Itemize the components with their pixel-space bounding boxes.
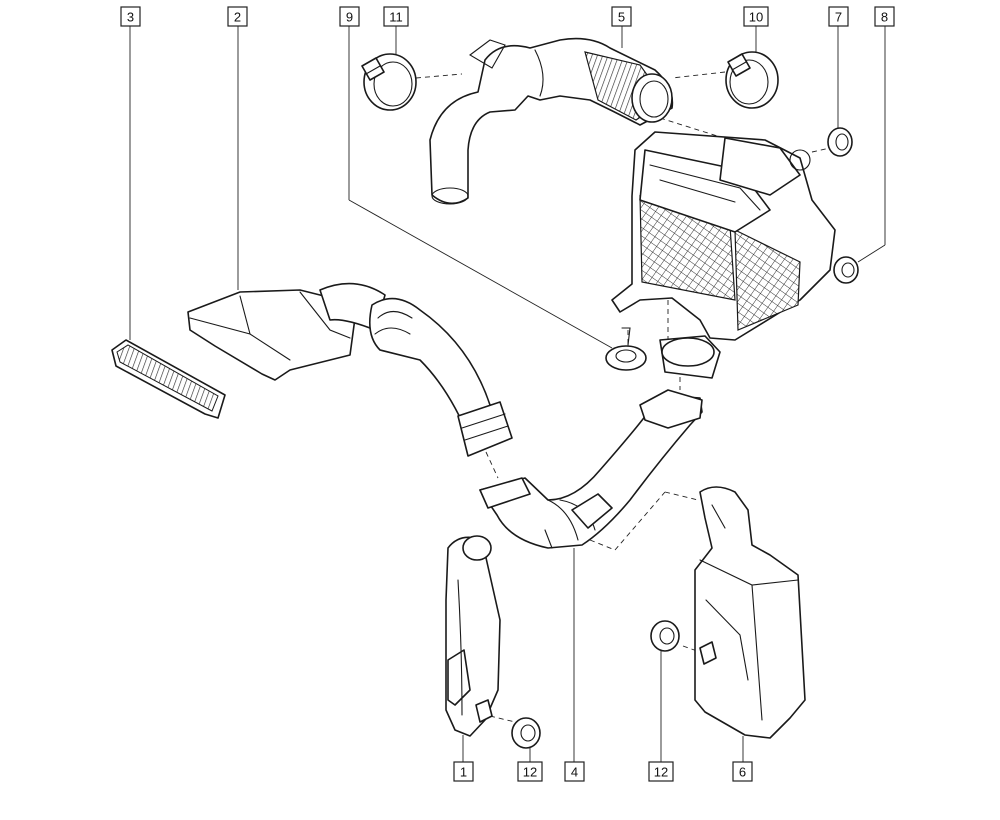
part-1-lower-duct [445,535,501,737]
callout-label: 10 [749,10,763,25]
callout-label: 3 [127,10,134,25]
callout-12-right: 12 [648,761,674,782]
part-8-grommet [833,256,859,284]
callout-label: 12 [523,765,537,780]
part-10-hose-clamp [725,51,779,109]
callout-label: 1 [460,765,467,780]
callout-6: 6 [732,761,753,782]
callout-9: 9 [339,6,360,27]
part-4-air-duct [479,389,703,549]
callout-8: 8 [874,6,895,27]
part-2-air-duct [187,282,513,457]
callout-7: 7 [828,6,849,27]
callout-label: 11 [389,10,403,25]
part-6-resonator [694,486,806,739]
part-7-grommet [827,127,853,157]
callout-5: 5 [611,6,632,27]
part-12-grommet-right [650,620,680,652]
intercooler-assembly [611,131,836,379]
callout-12-left: 12 [517,761,543,782]
callout-10: 10 [743,6,769,27]
callout-label: 7 [835,10,842,25]
part-9-grommet [605,327,647,371]
part-12-grommet-left [511,717,541,749]
leader-lines [129,26,886,762]
callout-1: 1 [453,761,474,782]
callout-3: 3 [120,6,141,27]
callout-label: 12 [654,765,668,780]
callout-label: 5 [618,10,625,25]
callout-label: 4 [571,765,578,780]
callout-label: 6 [739,765,746,780]
part-5-bellows-hose [429,37,674,205]
callout-4: 4 [564,761,585,782]
callout-11: 11 [383,6,409,27]
callout-label: 9 [346,10,353,25]
part-3-grille [111,339,226,419]
part-11-hose-clamp [361,53,417,111]
callout-label: 2 [234,10,241,25]
callout-label: 8 [881,10,888,25]
callout-2: 2 [227,6,248,27]
